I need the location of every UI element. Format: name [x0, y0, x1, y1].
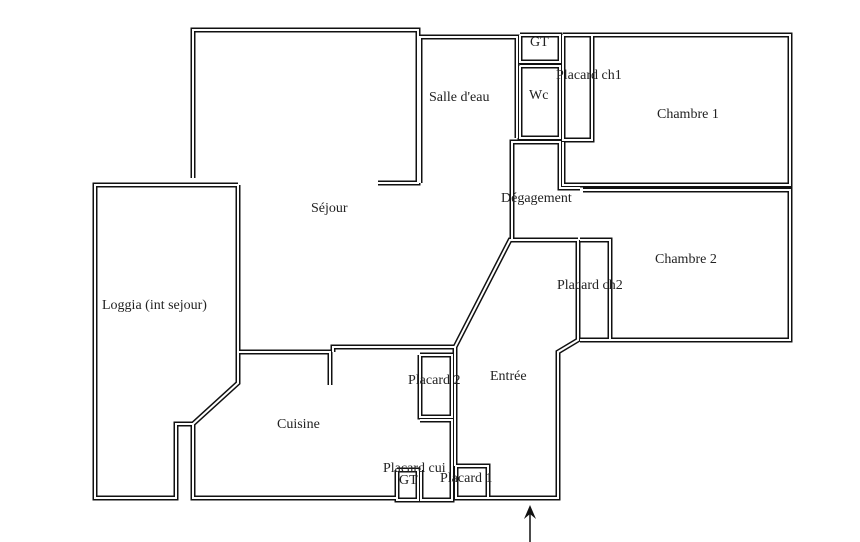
chambre2-wall	[583, 189, 791, 341]
sejour-lower-wall	[238, 351, 331, 385]
room-label-placard2: Placard 2	[408, 373, 460, 388]
sejour-wall	[192, 29, 419, 184]
room-label-sejour: Séjour	[311, 201, 348, 216]
placard1	[455, 465, 489, 499]
salle-deau-wall	[419, 36, 518, 183]
wc-wall	[519, 65, 561, 139]
placard2	[419, 354, 453, 418]
room-label-placard1: Placard 1	[440, 471, 492, 486]
room-label-placard-cui: Placard cui	[383, 461, 446, 476]
room-label-entree: Entrée	[490, 369, 527, 384]
entry-arrow	[524, 505, 536, 542]
gt-bottom	[396, 469, 419, 501]
room-label-placard-ch2: Placard ch2	[557, 278, 623, 293]
room-label-degagement: Dégagement	[501, 191, 572, 206]
cuisine-closet	[418, 417, 455, 503]
loggia-wall	[94, 184, 239, 499]
room-label-placard-ch1: Placard ch1	[556, 68, 622, 83]
cuisine-wall	[192, 424, 397, 499]
room-label-cuisine: Cuisine	[277, 417, 320, 432]
sejour-lower-wall	[238, 349, 333, 385]
loggia-wall	[92, 182, 241, 501]
room-label-loggia: Loggia (int sejour)	[102, 298, 207, 313]
room-label-gt-top: GT	[530, 35, 549, 50]
room-label-wc: Wc	[529, 88, 548, 103]
sejour-cuisine-wall	[330, 237, 578, 352]
chambre1-wall	[562, 34, 791, 186]
salle-deau-wall	[417, 34, 520, 183]
placard-ch1	[562, 34, 593, 141]
sejour-cuisine-wall	[332, 239, 578, 352]
cuisine-closet	[420, 419, 453, 501]
walls	[92, 27, 793, 503]
room-label-gt-bottom: GT	[399, 473, 418, 488]
room-label-chambre2: Chambre 2	[655, 252, 717, 267]
degagement-wall	[511, 141, 580, 240]
entree-wall	[488, 240, 579, 499]
placard-ch2	[580, 239, 611, 341]
room-label-salle-deau: Salle d'eau	[429, 90, 489, 105]
cuisine-wall	[190, 424, 397, 501]
room-label-chambre1: Chambre 1	[657, 107, 719, 122]
gt-top	[519, 34, 561, 63]
sejour-wall	[190, 27, 421, 186]
placard-ch1	[560, 32, 595, 143]
